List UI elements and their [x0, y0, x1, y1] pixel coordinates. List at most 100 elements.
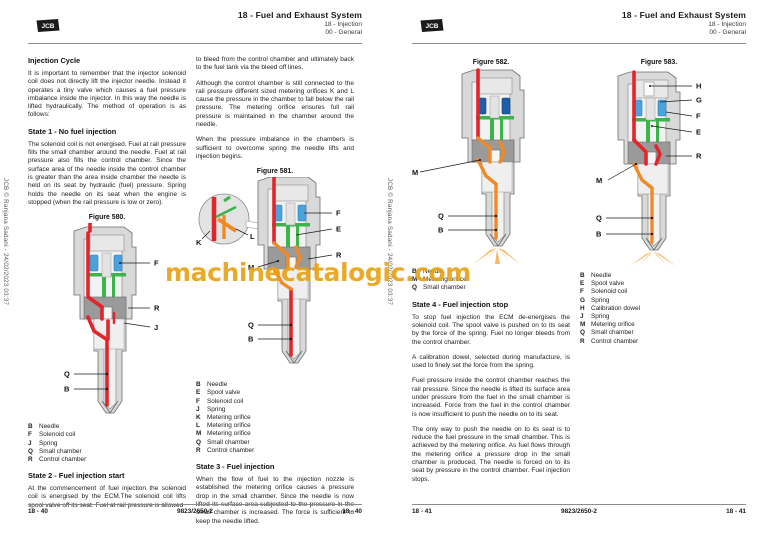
paragraph-metering: Although the control chamber is still co… — [196, 79, 354, 129]
figure-583-label-B: B — [596, 230, 602, 239]
header-subtitle-2: 00 - General — [325, 29, 362, 37]
footer-doc-number: 9823/2650-2 — [177, 508, 213, 515]
header-titles-right: 18 - Fuel and Exhaust System 18 - Inject… — [622, 10, 746, 38]
legend-value: Solenoid coil — [591, 288, 628, 296]
figure-581-label-R: R — [336, 251, 342, 260]
legend-key: B — [580, 272, 585, 279]
legend-key: E — [580, 280, 585, 288]
legend-item: R Control chamber — [28, 456, 186, 464]
content-columns-right: Figure 582. — [412, 56, 746, 502]
figure-580-label-B: B — [64, 385, 70, 394]
figure-580-label-J: J — [154, 323, 158, 332]
figure-582-injector-diagram: M Q B — [412, 68, 570, 264]
footer-divider — [28, 504, 362, 505]
header-subtitle-1: 18 - Injection — [324, 21, 362, 28]
legend-value: Calibration dowel — [591, 304, 641, 312]
legend-value: Small chamber — [39, 447, 82, 455]
figure-581-label-F: F — [336, 209, 341, 218]
detail-magnifier — [198, 193, 261, 245]
figure-581-label-K: K — [196, 238, 202, 247]
figure-582-caption: Figure 582. — [472, 59, 510, 66]
legend-key: F — [196, 397, 200, 405]
legend-key: Q — [196, 438, 201, 446]
paragraph-intro: It is important to remember that the inj… — [28, 70, 186, 119]
legend-value: Solenoid coil — [207, 397, 244, 405]
injection-spray — [630, 252, 676, 266]
legend-key: J — [28, 439, 32, 447]
left-page-column-2: to bleed from the control chamber and ul… — [196, 56, 354, 533]
legend-key: Q — [580, 329, 585, 337]
legend-key: Q — [412, 284, 417, 292]
figure-581-label-L: L — [250, 232, 255, 241]
legend-key: M — [412, 276, 418, 284]
side-stamp-text: JCB © Ranjana Sadani - 24/02/2023 03:37 — [2, 178, 9, 306]
header-divider — [28, 43, 362, 44]
legend-value: Metering orifice — [207, 430, 251, 438]
heading-state-4: State 4 - Fuel injection stop — [412, 299, 509, 309]
legend-value: Small chamber — [423, 284, 466, 292]
legend-value: Spring — [591, 296, 610, 304]
legend-key: M — [196, 430, 202, 438]
legend-value: Needle — [207, 381, 228, 389]
header-subtitle-1: 18 - Injection — [708, 21, 746, 28]
right-page-column-2: Figure 583. — [580, 56, 738, 353]
figure-580-label-Q: Q — [64, 370, 70, 379]
legend-value: Spring — [207, 405, 226, 413]
left-page: JCB © Ranjana Sadani - 24/02/2023 03:37 … — [2, 10, 362, 525]
header-title: 18 - Fuel and Exhaust System — [621, 10, 746, 20]
legend-key: R — [28, 455, 33, 463]
legend-value: Control chamber — [39, 455, 87, 463]
legend-value: Solenoid coil — [39, 431, 76, 439]
header-subtitle-2: 00 - General — [709, 29, 746, 37]
page-footer-right: 18 - 41 18 - 41 9823/2650-2 — [412, 504, 746, 518]
footer-doc-number: 9823/2650-2 — [561, 508, 597, 515]
footer-page-right: 18 - 40 — [342, 508, 362, 515]
heading-state-2: State 2 - Fuel injection start — [28, 471, 125, 481]
legend-key: L — [196, 422, 200, 430]
side-stamp-text-right: JCB © Ranjana Sadani - 24/02/2023 03:37 — [386, 178, 393, 306]
header-titles-left: 18 - Fuel and Exhaust System 18 - Inject… — [238, 10, 362, 38]
header-divider — [412, 43, 746, 44]
heading-state-3: State 3 - Fuel injection — [196, 462, 275, 472]
figure-580-label-F: F — [154, 259, 159, 268]
paragraph-state-4-d: The only way to push the needle on to it… — [412, 425, 570, 483]
svg-text:JCB: JCB — [425, 23, 438, 30]
legend-value: Spring — [591, 313, 610, 321]
figure-582-label-B: B — [438, 226, 444, 235]
legend-value: Spool valve — [207, 389, 241, 397]
figure-583-label-M: M — [596, 176, 602, 185]
figure-581-label-B: B — [248, 335, 254, 344]
paragraph-bleed: to bleed from the control chamber and ul… — [196, 56, 354, 72]
legend-key: F — [580, 288, 584, 296]
figure-583-caption: Figure 583. — [640, 59, 678, 66]
figure-581-caption: Figure 581. — [256, 168, 294, 176]
legend-item: F Solenoid coil — [580, 288, 738, 296]
figure-583-label-G: G — [696, 96, 702, 105]
legend-key: B — [412, 268, 417, 275]
legend-key: F — [28, 431, 32, 439]
paragraph-state-3: When the flow of fuel to the injection n… — [196, 476, 354, 525]
figure-583-label-F: F — [696, 112, 701, 121]
content-columns-left: Injection Cycle It is important to remem… — [28, 56, 362, 525]
paragraph-state-4-b: A calibration dowel, selected during man… — [412, 353, 570, 370]
side-copyright-stamp-right: JCB © Ranjana Sadani - 24/02/2023 03:37 — [384, 178, 393, 378]
figure-581-label-E: E — [336, 225, 341, 234]
legend-value: Metering orifice — [207, 422, 251, 430]
footer-page-left: 18 - 41 — [412, 508, 432, 515]
legend-key: Q — [28, 447, 33, 455]
figure-581-label-M: M — [248, 263, 254, 272]
legend-item: M Metering orifice — [196, 430, 354, 438]
header-title: 18 - Fuel and Exhaust System — [237, 10, 362, 20]
